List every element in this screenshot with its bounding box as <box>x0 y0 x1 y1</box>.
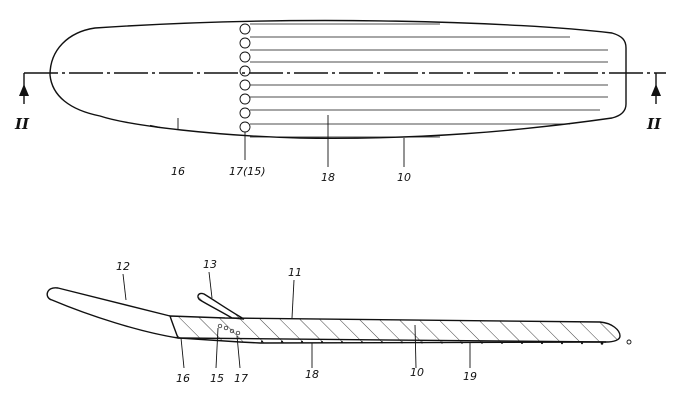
junction-openings <box>217 323 241 336</box>
section-label-left: II <box>14 115 30 133</box>
base-line <box>177 337 607 343</box>
channel-opening <box>239 121 251 133</box>
leader-12 <box>122 273 127 301</box>
core-section <box>169 315 621 344</box>
label-18: 18 <box>305 368 319 381</box>
top-view: II II <box>14 19 666 184</box>
label-11: 11 <box>288 266 302 279</box>
channel-opening <box>239 51 251 63</box>
upper-flap <box>197 292 245 320</box>
label-12: 12 <box>116 260 130 273</box>
label-10: 10 <box>410 366 424 379</box>
leader-17 <box>236 335 241 369</box>
channel-opening <box>239 93 251 105</box>
channel-dots <box>261 339 632 345</box>
label-17: 17 <box>234 372 248 385</box>
nose-tip <box>46 287 179 339</box>
leader-13 <box>208 271 213 299</box>
section-marker-left: II <box>14 73 30 133</box>
channel-opening <box>239 23 251 35</box>
label-16: 16 <box>176 372 190 385</box>
leader-11 <box>291 279 295 319</box>
leader-16 <box>180 337 185 369</box>
label-18: 18 <box>321 171 335 184</box>
channel-opening <box>239 65 251 77</box>
label-16: 16 <box>171 165 185 178</box>
label-17-15: 17(15) <box>229 165 266 178</box>
label-19: 19 <box>463 370 477 383</box>
tail-opening <box>626 339 632 345</box>
channel-opening <box>239 79 251 91</box>
outline-gap <box>149 124 161 129</box>
label-15: 15 <box>210 372 224 385</box>
board-outline <box>49 19 627 139</box>
label-10: 10 <box>397 171 411 184</box>
side-view: 12 13 11 16 15 17 18 10 19 <box>46 258 632 385</box>
channel-opening <box>239 107 251 119</box>
label-13: 13 <box>203 258 217 271</box>
leader-15 <box>215 327 219 369</box>
section-marker-right: II <box>646 73 662 133</box>
section-label-right: II <box>646 115 662 133</box>
channel-opening <box>239 37 251 49</box>
channel-lines <box>250 23 608 138</box>
leader-10 <box>414 324 417 369</box>
channel-openings <box>239 23 251 133</box>
